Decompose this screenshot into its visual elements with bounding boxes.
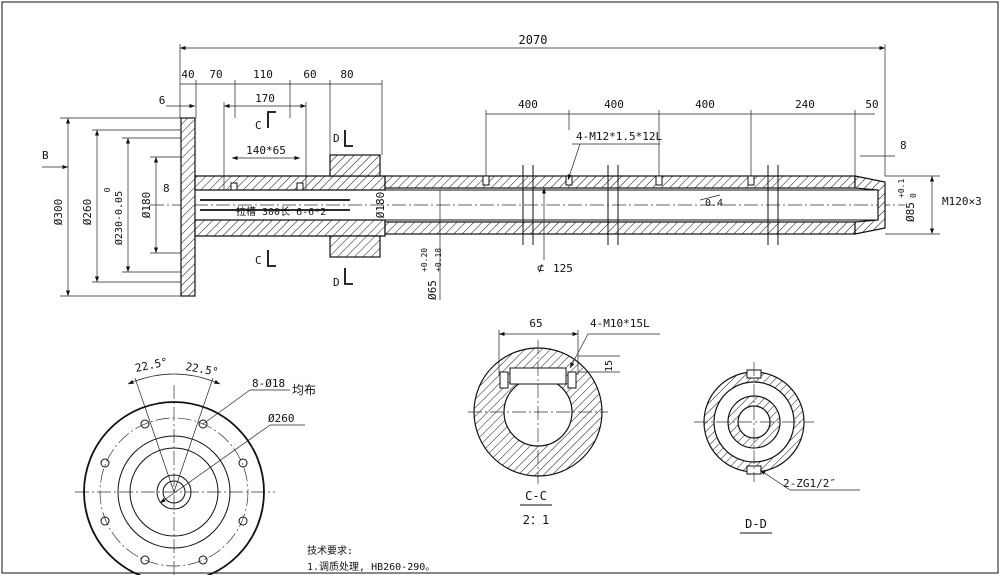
dim-80: 80: [340, 68, 353, 81]
dim-240: 240: [795, 98, 815, 111]
dim-dia-85-tol-upper: +0.1: [897, 179, 906, 198]
angle-right: 22.5°: [184, 360, 219, 379]
tech-notes: 技术要求: 1.调质处理, HB260-290。: [307, 544, 435, 573]
dim-400-b: 400: [604, 98, 624, 111]
pcd-note: Ø260: [268, 412, 295, 425]
dim-dia-125: 125: [553, 262, 573, 275]
thread-note-cc: 4-M10*15L: [590, 317, 650, 330]
shaft-wall-lower-right: [384, 221, 856, 235]
holes-note: 8-Ø18: [252, 377, 285, 390]
taper-label: 0.4: [705, 198, 723, 209]
dim-40: 40: [181, 68, 194, 81]
dim-400-c: 400: [695, 98, 715, 111]
bolt-hole: [100, 516, 110, 526]
dim-dia-85-tol-lower: 0: [909, 193, 918, 198]
thread-end: M120×3: [942, 195, 982, 208]
bolt-hole: [238, 516, 248, 526]
dim-8-right: 8: [900, 139, 907, 152]
dim-dia-85: Ø85: [904, 202, 917, 222]
pipe-note-dd: 2-ZG1/2″: [783, 477, 836, 490]
holes-even: 均布: [292, 383, 316, 397]
section-cc-view: 65 4-M10*15L 15 C-C 2：1: [468, 317, 660, 527]
flange-pcd: [99, 417, 249, 567]
bolt-hole: [100, 458, 110, 468]
dim-dia-65-tol-lower: +0.18: [434, 248, 443, 272]
dim-65-cc: 65: [529, 317, 542, 330]
shaft-wall-lower-left: [194, 219, 386, 237]
section-d-lower: D: [333, 276, 340, 289]
section-dd-title: D-D: [745, 517, 767, 531]
shaft-wall-upper-right: [384, 175, 856, 189]
bolt-hole: [140, 555, 150, 565]
section-cc-scale: 2：1: [523, 513, 549, 527]
dim-dia-230: Ø230-0.05: [113, 191, 125, 245]
dim-dia-180-mid: Ø180: [374, 192, 387, 219]
tapped-hole: [482, 175, 490, 186]
hub-block-upper: [329, 154, 381, 177]
dim-50: 50: [865, 98, 878, 111]
section-d-upper: D: [333, 132, 340, 145]
dim-dia-300: Ø300: [52, 199, 65, 226]
dim-dia-230-upper: 0: [103, 187, 112, 192]
section-cc-title: C-C: [525, 489, 547, 503]
dim-dia-65-tol-upper: +0.20: [420, 248, 429, 272]
thread-note: 4-M12*1.5*12L: [576, 130, 662, 143]
tech-notes-heading: 技术要求:: [307, 544, 353, 557]
section-c-upper: C: [255, 119, 262, 132]
angle-left: 22.5°: [134, 355, 169, 375]
flange-view: 22.5° 22.5° 8-Ø18 均布 Ø260: [75, 355, 316, 575]
dim-dia-260: Ø260: [81, 199, 94, 226]
dim-400-a: 400: [518, 98, 538, 111]
dim-110: 110: [253, 68, 273, 81]
dim-overall: 2070: [519, 33, 548, 47]
flange-section: [180, 117, 196, 297]
dim-140x65: 140*65: [246, 144, 286, 157]
dim-15-cc: 15: [604, 360, 615, 372]
section-dd-view: 2-ZG1/2″ D-D: [694, 362, 860, 534]
dim-8-left: 8: [163, 182, 170, 195]
dim-dia-65: Ø65: [426, 280, 439, 300]
dim-170: 170: [255, 92, 275, 105]
bolt-hole: [198, 419, 208, 429]
dim-dia-180-left: Ø180: [140, 192, 153, 219]
shaft-wall-upper-left: [194, 175, 386, 191]
groove-note: 拉槽 300长 6-6*2: [236, 205, 326, 218]
bolt-hole: [238, 458, 248, 468]
view-b-label: B: [42, 149, 49, 162]
tech-notes-line1: 1.调质处理, HB260-290。: [307, 561, 435, 573]
section-c-lower: C: [255, 254, 262, 267]
dim-70: 70: [209, 68, 222, 81]
bolt-hole: [198, 555, 208, 565]
tapped-hole: [655, 175, 663, 186]
bolt-hole: [140, 419, 150, 429]
hub-block-lower: [329, 235, 381, 258]
tapped-hole: [747, 175, 755, 186]
main-view: 2070 40 70 110 60 80 6 170 140*65 400 40…: [42, 33, 982, 300]
dim-6: 6: [159, 94, 166, 107]
dim-dia-125-prefix: ⊄: [537, 261, 544, 275]
shaft-end: [854, 175, 886, 235]
flange-outer: [83, 401, 265, 575]
dim-60: 60: [303, 68, 316, 81]
